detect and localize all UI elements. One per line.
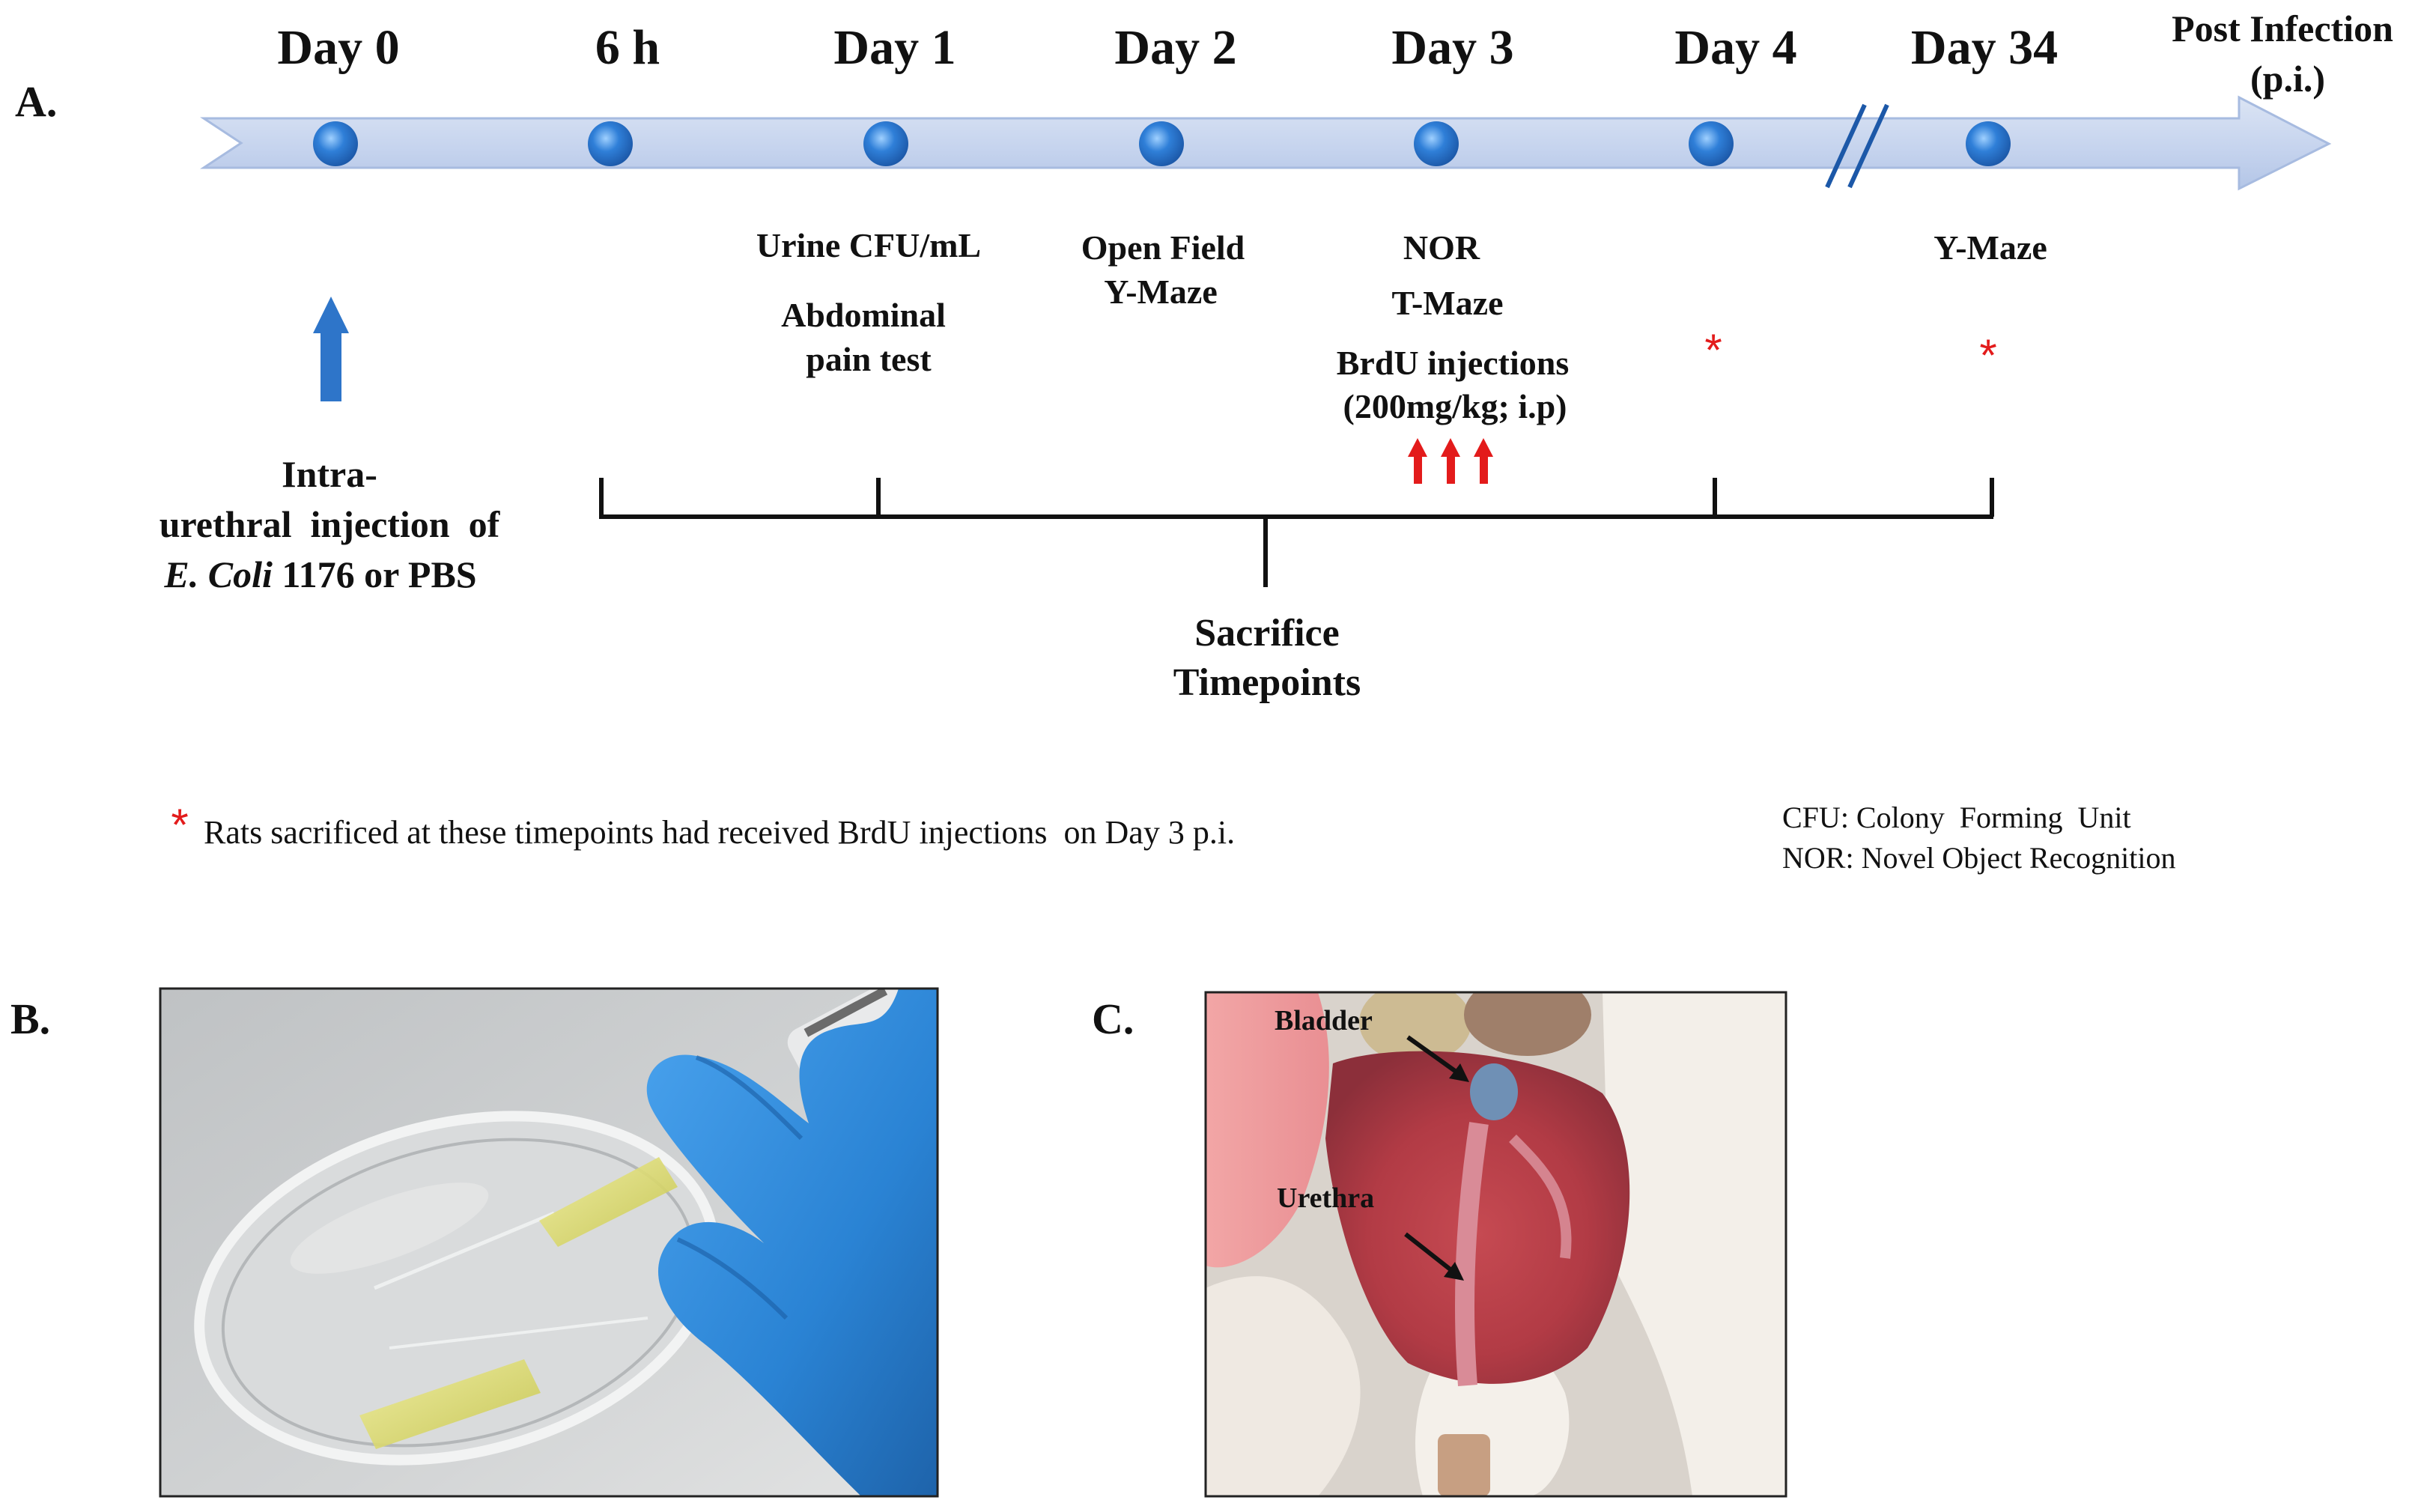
timeline-break-mark: [1825, 103, 1867, 189]
day-label-day1: Day 1: [833, 20, 956, 75]
photo-needle-petri-dish: [160, 989, 938, 1496]
timeline-node-6h: [588, 121, 633, 166]
day-label-day0: Day 0: [277, 20, 399, 75]
star-day4: *: [1704, 325, 1722, 375]
timeline-node-day0: [313, 121, 358, 166]
injection-line-2: urethral injection of: [160, 503, 501, 545]
brdu-dose: (200mg/kg; i.p): [1343, 387, 1567, 425]
brdu-injections: BrdU injections: [1337, 344, 1570, 382]
test-urine-cfu: Urine CFU/mL: [756, 226, 981, 264]
bladder-label: Bladder: [1275, 1005, 1373, 1036]
bladder-arrow: [1406, 1035, 1469, 1082]
brdu-arrow: [1474, 438, 1493, 484]
test-t-maze: T-Maze: [1391, 284, 1503, 322]
day-label-6h: 6 h: [595, 20, 660, 75]
brdu-arrow: [1408, 438, 1427, 484]
day-label-day34: Day 34: [1911, 20, 2058, 75]
footnote-text: Rats sacrificed at these timepoints had …: [204, 814, 1235, 851]
timeline-node-day1: [863, 121, 908, 166]
test-pain: pain test: [806, 340, 932, 378]
brdu-arrow: [1441, 438, 1460, 484]
panel-a-label: A.: [15, 77, 57, 126]
footnote-star: *: [171, 800, 188, 850]
photo-c-frame: [1204, 991, 1787, 1498]
test-open-field: Open Field: [1081, 228, 1245, 267]
sacrifice-line-1: Sacrifice: [1194, 612, 1339, 655]
timeline-node-day34: [1966, 121, 2011, 166]
star-day34: *: [1979, 330, 1996, 380]
injection-organism: E. Coli: [163, 553, 273, 595]
test-abdominal: Abdominal: [781, 296, 946, 334]
timeline-node-day2: [1139, 121, 1184, 166]
urethra-arrow: [1404, 1232, 1464, 1281]
injection-arrow: [313, 297, 349, 401]
timeline-node-day4: [1689, 121, 1734, 166]
post-infection-abbrev: (p.i.): [2250, 58, 2325, 100]
day-label-day3: Day 3: [1391, 20, 1513, 75]
brdu-arrows: [1408, 438, 1493, 484]
injection-line-3: E. Coli 1176 or PBS: [163, 553, 476, 595]
photo-b-frame: [159, 987, 939, 1498]
post-infection-label: Post Infection: [2172, 7, 2393, 49]
timeline-break-mark: [1847, 103, 1889, 189]
test-y-maze-day34: Y-Maze: [1933, 228, 2047, 267]
timeline-node-day3: [1414, 121, 1459, 166]
injection-line-1: Intra-: [282, 453, 377, 495]
day-label-day4: Day 4: [1674, 20, 1796, 75]
panel-c-label: C.: [1092, 995, 1134, 1043]
photo-rat-dissection: [1206, 992, 1786, 1496]
panel-b-label: B.: [10, 995, 50, 1043]
sacrifice-bracket: [599, 478, 1994, 587]
injection-strain: 1176 or PBS: [273, 553, 477, 595]
test-y-maze-day2: Y-Maze: [1104, 273, 1218, 311]
day-label-day2: Day 2: [1114, 20, 1236, 75]
abbrev-cfu: CFU: Colony Forming Unit: [1782, 801, 2131, 834]
sacrifice-line-2: Timepoints: [1173, 661, 1361, 704]
timeline-arrow: [200, 95, 2332, 191]
abbrev-nor: NOR: Novel Object Recognition: [1782, 841, 2175, 875]
urethra-label: Urethra: [1277, 1182, 1374, 1214]
test-nor: NOR: [1403, 228, 1480, 267]
